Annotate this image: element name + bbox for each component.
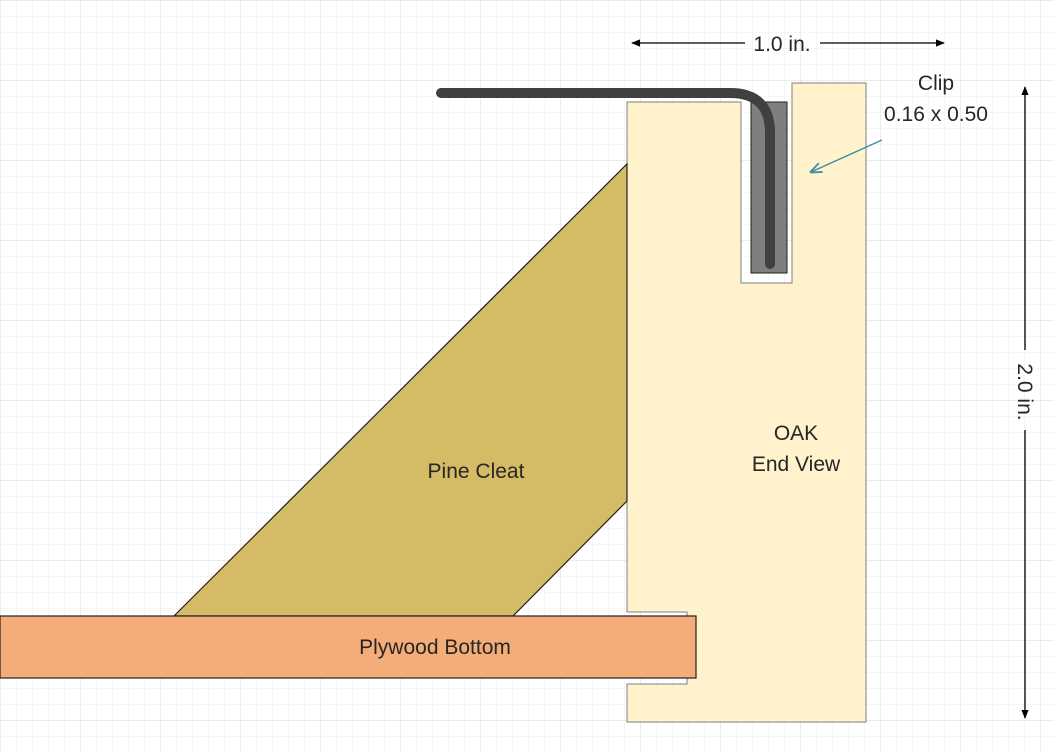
height-dimension-label: 2.0 in. bbox=[1013, 363, 1036, 420]
clip-pointer-arrow bbox=[811, 139, 883, 172]
plywood-bottom-label: Plywood Bottom bbox=[359, 636, 511, 659]
oak-end-view-label: End View bbox=[752, 453, 841, 476]
clip-wire bbox=[436, 88, 775, 269]
plywood-bottom bbox=[0, 615, 697, 679]
oak-block bbox=[626, 82, 867, 723]
clip-size-label: 0.16 x 0.50 bbox=[884, 103, 988, 126]
height-dimension: 2.0 in. bbox=[1013, 86, 1036, 719]
clip-title-label: Clip bbox=[918, 72, 954, 95]
oak-label: OAK bbox=[774, 422, 818, 445]
width-dimension-label: 1.0 in. bbox=[753, 33, 810, 56]
width-dimension: 1.0 in. bbox=[631, 33, 945, 56]
pine-cleat-label: Pine Cleat bbox=[428, 460, 525, 483]
